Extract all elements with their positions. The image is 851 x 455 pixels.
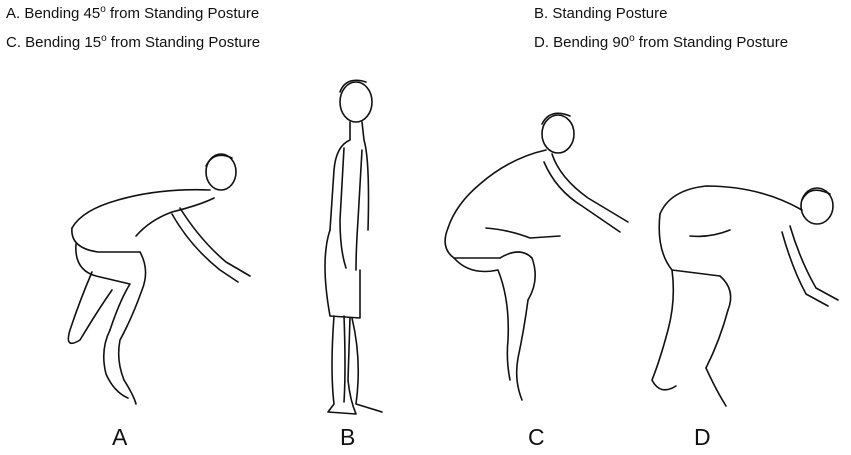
figure-b-drawing — [325, 80, 382, 414]
figure-c-drawing — [445, 113, 628, 400]
figure-label-a: A — [112, 424, 127, 451]
figure-label-b: B — [340, 424, 355, 451]
figure-label-c: C — [528, 424, 545, 451]
figure-d-drawing — [652, 186, 838, 406]
figure-label-d: D — [694, 424, 711, 451]
figure-a-drawing — [68, 154, 250, 404]
